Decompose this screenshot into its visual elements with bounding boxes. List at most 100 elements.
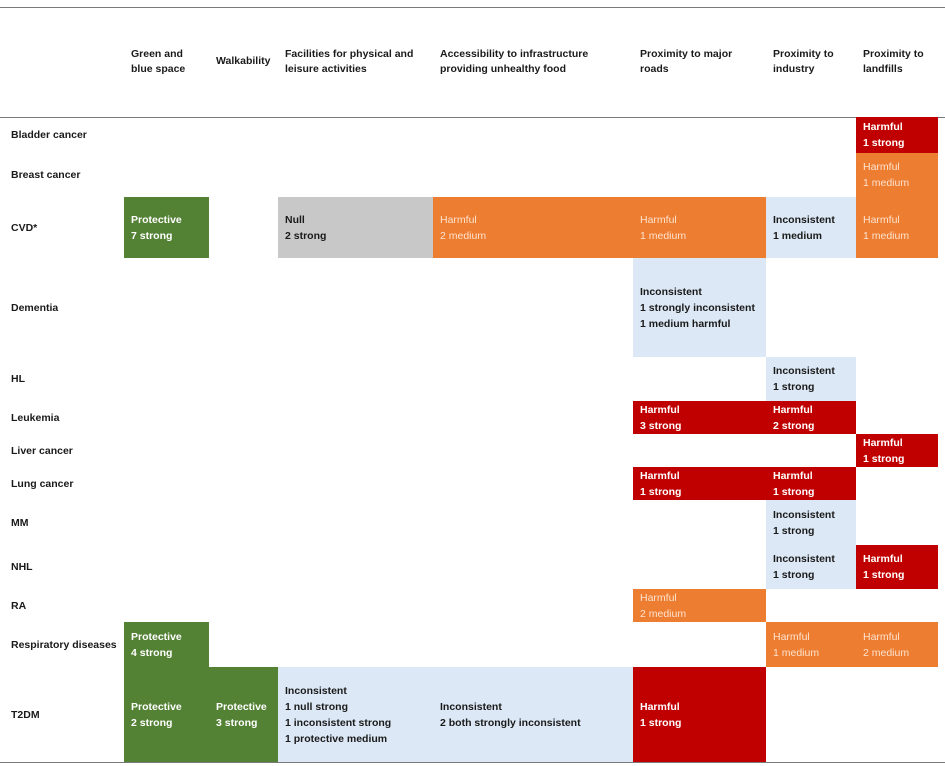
cell-text: 1 strong [773,381,815,393]
cell-text: Harmful [863,161,900,173]
row-label: Respiratory diseases [11,638,117,651]
column-header-line: providing unhealthy food [440,63,566,75]
evidence-cell: Harmful 2 medium [433,197,633,258]
cell-text: 2 medium [640,607,687,620]
evidence-cell: Inconsistent 1 strong [766,357,856,401]
evidence-cell: Inconsistent 1 strongly inconsistent 1 med… [633,258,766,357]
cell-text: Harmful [863,553,903,565]
cell-text: 1 strong [863,569,905,581]
cell-text: 1 medium [863,229,910,242]
row-label: Leukemia [11,411,60,424]
cell-text: Inconsistent [773,365,835,377]
row-label: CVD* [11,221,38,234]
cell-text: Harmful [863,630,900,643]
evidence-cell: Harmful 1 strong [633,667,766,762]
cell-text: 2 medium [440,229,487,242]
cell-text: 1 medium [863,177,910,189]
column-header-2: Facilities for physical and leisure activ… [285,47,413,77]
cell-text: Harmful [773,630,810,643]
evidence-cell: Null 2 strong [278,197,433,258]
top-rule [0,7,945,8]
cell-text: Harmful [773,403,813,416]
evidence-cell: Harmful 2 medium [633,589,766,622]
cell-text: 2 strong [285,229,327,242]
column-header-line: Facilities for physical and [285,48,414,60]
cell-text: 1 strong [773,524,815,537]
column-header-line: Green and [131,48,183,60]
row-label: Lung cancer [11,477,74,490]
column-header-line: leisure activities [285,63,367,75]
cell-text: Protective [131,630,182,643]
row-label: MM [11,516,29,529]
cell-text: Null [285,213,305,226]
cell-text: 4 strong [131,646,173,659]
column-header-line: Proximity to [863,48,924,60]
cell-text: 1 strongly inconsistent [640,301,755,314]
cell-text: Inconsistent [285,684,347,697]
cell-text: Harmful [640,403,680,416]
evidence-cell: Harmful 2 medium [856,622,938,667]
column-header-line: Proximity to major [640,48,733,60]
row-label: Breast cancer [11,169,81,181]
bottom-rule [0,762,945,763]
cell-text: 1 null strong [285,700,348,713]
cell-text: Inconsistent [773,553,835,565]
cell-text: 1 medium harmful [640,317,731,330]
row-label: NHL [11,561,33,573]
cell-text: Harmful [863,121,903,133]
evidence-cell: Harmful 2 strong [766,401,856,434]
column-header-line: Proximity to [773,48,834,60]
cell-text: 1 strong [640,716,682,729]
cell-text: Harmful [640,469,680,482]
cell-text: 1 strong [640,485,682,498]
cell-text: Inconsistent [440,700,502,713]
cell-text: 1 medium [773,229,823,242]
cell-text: Harmful [640,700,680,713]
cell-text: 1 inconsistent strong [285,716,392,729]
evidence-cell: Harmful 1 strong [856,117,938,153]
column-header-line: Walkability [216,55,271,67]
evidence-cell: Harmful 1 strong [633,467,766,500]
cell-text: 1 strong [863,137,905,149]
cell-text: Harmful [863,213,900,226]
cell-text: Harmful [440,213,477,226]
evidence-cell: Inconsistent 1 null strong 1 inconsistent … [278,667,433,762]
column-header-5: Proximity to industry [773,47,834,77]
row-label: T2DM [11,708,40,721]
column-header-line: blue space [131,63,186,75]
cell-text: Harmful [863,436,903,449]
cell-text: 3 strong [216,716,258,729]
evidence-cell: Harmful 1 strong [856,545,938,589]
column-header-0: Green and blue space [131,47,185,77]
column-header-6: Proximity to landfills [863,47,924,77]
cell-text: Harmful [640,591,677,604]
column-header-line: landfills [863,63,903,75]
cell-text: Protective [131,213,182,226]
evidence-cell: Harmful 1 medium [856,197,938,258]
row-label: Dementia [11,301,59,314]
cell-text: 2 medium [863,646,910,659]
cell-text: Inconsistent [640,285,702,298]
column-header-1: Walkability [216,54,270,69]
cell-text: 1 protective medium [285,732,388,745]
row-label: Liver cancer [11,444,73,457]
evidence-cell: Harmful 1 medium [856,153,938,197]
cell-text: 2 strong [773,419,815,432]
column-header-line: industry [773,63,815,75]
row-label: RA [11,599,27,612]
cell-text: 2 strong [131,716,173,729]
row-label: HL [11,373,25,385]
cell-text: 1 strong [773,485,815,498]
